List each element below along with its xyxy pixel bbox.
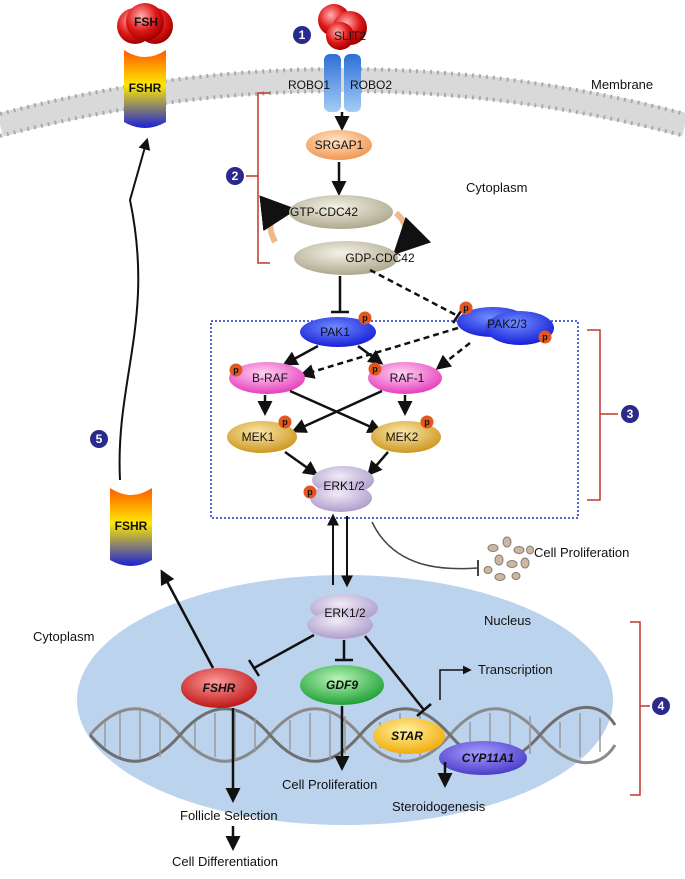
- cyp11a1-gene-node: CYP11A1: [439, 741, 527, 775]
- phospho-marker: [278, 415, 292, 429]
- svg-text:GTP-CDC42: GTP-CDC42: [290, 205, 358, 219]
- svg-text:p: p: [463, 303, 469, 313]
- step-badge-2: 2: [226, 167, 244, 185]
- phospho-marker: [303, 485, 317, 499]
- fshr-expression-arrow: [160, 569, 215, 669]
- gdp-cdc42-node: GDP-CDC42: [294, 241, 415, 275]
- svg-text:ERK1/2: ERK1/2: [323, 479, 365, 493]
- bracket-step-3: [587, 329, 618, 501]
- slit2-label: SLIT2: [334, 29, 366, 43]
- membrane-label: Membrane: [591, 77, 653, 92]
- phospho-marker: [368, 362, 382, 376]
- phospho-marker: [459, 301, 473, 315]
- svg-text:CYP11A1: CYP11A1: [462, 751, 515, 765]
- svg-text:RAF-1: RAF-1: [390, 371, 425, 385]
- mek1-node: MEK1 p: [227, 415, 297, 453]
- robo2-receptor: [344, 54, 361, 112]
- trafficking-arrow: [118, 137, 151, 481]
- svg-text:p: p: [233, 365, 239, 375]
- fsh-label: FSH: [134, 15, 158, 29]
- fshr-cytoplasm-receptor: FSHR: [110, 488, 152, 566]
- svg-text:PAK1: PAK1: [320, 325, 350, 339]
- nucleus-label: Nucleus: [484, 613, 531, 628]
- svg-text:p: p: [424, 417, 430, 427]
- svg-text:p: p: [542, 332, 548, 342]
- svg-text:SRGAP1: SRGAP1: [315, 138, 364, 152]
- svg-text:B-RAF: B-RAF: [252, 371, 288, 385]
- pak1-node: PAK1 p: [300, 311, 376, 347]
- svg-text:1: 1: [299, 28, 306, 42]
- fshr-cytoplasm-label: FSHR: [115, 519, 148, 533]
- fshr-membrane-receptor: FSHR: [124, 50, 166, 128]
- svg-text:p: p: [282, 417, 288, 427]
- phospho-marker: [538, 330, 552, 344]
- step-badge-1: 1: [293, 26, 311, 44]
- svg-text:MEK2: MEK2: [386, 430, 419, 444]
- robo2-label: ROBO2: [350, 78, 392, 92]
- svg-text:2: 2: [232, 169, 239, 183]
- srgap1-node: SRGAP1: [306, 130, 372, 160]
- robo1-label: ROBO1: [288, 78, 330, 92]
- phospho-marker: [229, 363, 243, 377]
- mek2-node: MEK2 p: [371, 415, 441, 453]
- cytoplasm-top-label: Cytoplasm: [466, 180, 527, 195]
- bracket-step-2: [257, 92, 270, 264]
- svg-text:3: 3: [627, 407, 634, 421]
- mapk-pathway-box: [210, 320, 579, 519]
- cytoplasm-left-label: Cytoplasm: [33, 629, 94, 644]
- gtp-cdc42-node: GTP-CDC42: [289, 195, 393, 229]
- phospho-marker: [420, 415, 434, 429]
- step-badge-3: 3: [621, 405, 639, 423]
- cell-differentiation-label: Cell Differentiation: [172, 854, 278, 869]
- steroidogenesis-label: Steroidogenesis: [392, 799, 486, 814]
- gdf9-gene-node: GDF9: [300, 665, 384, 705]
- svg-text:PAK2/3: PAK2/3: [487, 317, 527, 331]
- cell-proliferation-bottom-label: Cell Proliferation: [282, 777, 377, 792]
- svg-text:FSHR: FSHR: [203, 681, 236, 695]
- bracket-step-4: [630, 621, 650, 796]
- svg-text:5: 5: [96, 432, 103, 446]
- follicle-selection-label: Follicle Selection: [180, 808, 278, 823]
- dna-helix: [88, 705, 617, 765]
- slit2-ligand: SLIT2: [318, 4, 367, 50]
- fshr-membrane-label: FSHR: [129, 81, 162, 95]
- cell-membrane: [0, 67, 685, 138]
- robo-receptors: [324, 54, 361, 112]
- raf1-node: RAF-1 p: [368, 362, 442, 394]
- step-badge-4: 4: [652, 697, 670, 715]
- robo1-receptor: [324, 54, 341, 112]
- cell-proliferation-mid-label: Cell Proliferation: [534, 545, 629, 560]
- braf-node: B-RAF p: [229, 362, 305, 394]
- svg-text:MEK1: MEK1: [242, 430, 275, 444]
- svg-text:GDP-CDC42: GDP-CDC42: [345, 251, 415, 265]
- erk-nucleus-node: ERK1/2: [307, 594, 378, 639]
- step-badge-5: 5: [90, 430, 108, 448]
- proliferating-cells-icon: [483, 536, 534, 581]
- fshr-gene-node: FSHR: [181, 668, 257, 708]
- svg-text:ERK1/2: ERK1/2: [324, 606, 366, 620]
- svg-text:p: p: [362, 313, 368, 323]
- fsh-ligand: FSH: [117, 3, 173, 44]
- svg-text:GDF9: GDF9: [326, 678, 358, 692]
- svg-text:p: p: [307, 487, 313, 497]
- transcription-arrow: [439, 665, 472, 700]
- svg-text:4: 4: [658, 699, 665, 713]
- transcription-label: Transcription: [478, 662, 553, 677]
- svg-text:STAR: STAR: [391, 729, 423, 743]
- star-gene-node: STAR: [373, 718, 445, 754]
- svg-text:p: p: [372, 364, 378, 374]
- erk-cytoplasm-node: ERK1/2 p: [303, 466, 374, 512]
- pak23-node: PAK2/3 p p: [457, 301, 554, 345]
- phospho-marker: [358, 311, 372, 325]
